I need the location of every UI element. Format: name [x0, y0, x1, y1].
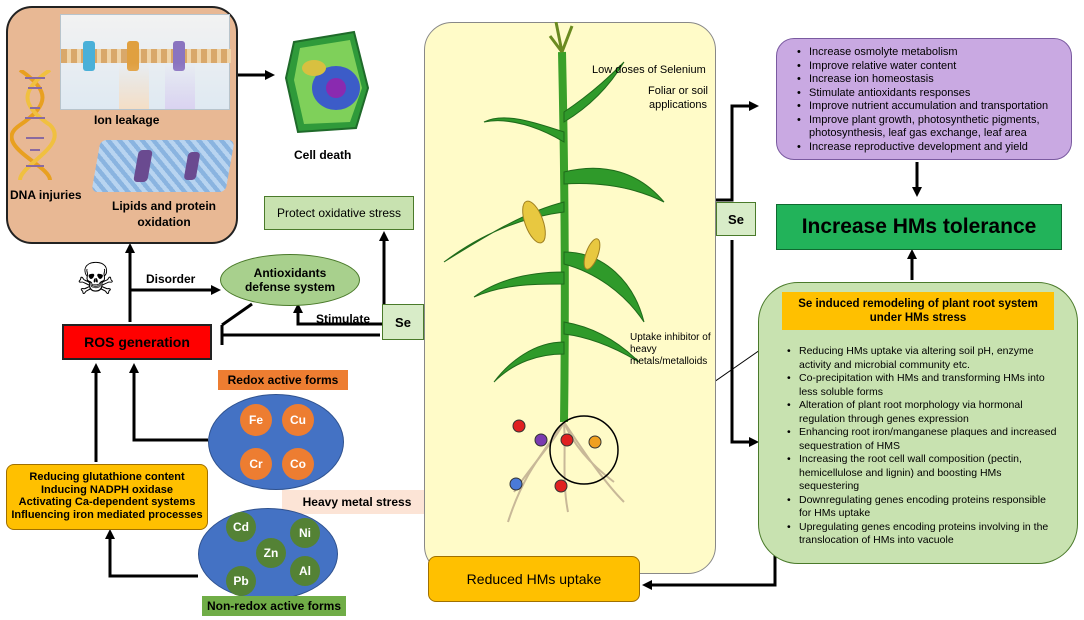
increase-tolerance-box: Increase HMs tolerance [776, 204, 1062, 250]
remodel-list: Reducing HMs uptake via altering soil pH… [785, 345, 1061, 548]
metal-al: Al [290, 556, 320, 586]
skull-icon: ☠ [76, 255, 116, 304]
protect-oxidative-label: Protect oxidative stress [276, 206, 402, 220]
metal-co: Co [282, 448, 314, 480]
dna-injuries-label: DNA injuries [10, 188, 82, 202]
metal-cd: Cd [226, 512, 256, 542]
non-redox-label: Non-redox active forms [206, 599, 342, 613]
glutathione-line-1: Reducing glutathione content [29, 471, 185, 483]
reduced-uptake-box: Reduced HMs uptake [428, 556, 640, 602]
benefit-item: Improve relative water content [797, 60, 1063, 74]
benefit-item: Increase reproductive development and yi… [797, 141, 1063, 155]
metal-cr: Cr [240, 448, 272, 480]
stimulate-label: Stimulate [316, 312, 371, 326]
heavy-metal-stress-box: Heavy metal stress [282, 490, 432, 514]
ros-generation-box: ROS generation [62, 324, 212, 360]
ion-leakage-label: Ion leakage [94, 113, 160, 127]
metal-cu: Cu [282, 404, 314, 436]
arrow-remodel-to-reduced [642, 555, 777, 590]
heavy-metal-stress-label: Heavy metal stress [302, 495, 412, 509]
arrow-se-to-benefits [716, 101, 759, 202]
remodel-title-box: Se induced remodeling of plant root syst… [782, 292, 1054, 330]
foliar-label: Foliar or soil applications [648, 85, 708, 111]
remodel-item: Enhancing root iron/manganese plaques an… [787, 426, 1061, 453]
benefit-item: Improve plant growth, photosynthetic pig… [797, 114, 1063, 141]
redox-metals-ellipse [208, 394, 344, 490]
benefit-item: Improve nutrient accumulation and transp… [797, 100, 1063, 114]
arrow-se-to-remodel [730, 240, 759, 447]
se-right-label: Se [728, 211, 744, 227]
glutathione-line-2: Inducing NADPH oxidase [40, 483, 174, 496]
remodel-item: Upregulating genes encoding proteins inv… [787, 521, 1061, 548]
benefits-list: Increase osmolyte metabolism Improve rel… [795, 46, 1063, 154]
ion-channel-illustration [60, 14, 231, 110]
glutathione-line-3: Activating Ca-dependent systems [18, 496, 196, 508]
metal-fe: Fe [240, 404, 272, 436]
plant-cell-icon [284, 30, 370, 134]
remodel-item: Co-precipitation with HMs and transformi… [787, 372, 1061, 399]
remodel-title: Se induced remodeling of plant root syst… [798, 298, 1038, 324]
metal-zn: Zn [256, 538, 286, 568]
remodel-item: Alteration of plant root morphology via … [787, 399, 1061, 426]
lipid-bilayer-illustration [91, 140, 235, 192]
antioxidants-ellipse: Antioxidants defense system [220, 254, 360, 306]
antioxidants-label: Antioxidants defense system [244, 266, 336, 294]
metal-pb: Pb [226, 566, 256, 596]
metal-ni: Ni [290, 518, 320, 548]
arrow-stimulate [293, 303, 384, 326]
increase-tolerance-label: Increase HMs tolerance [801, 215, 1037, 238]
protect-oxidative-box: Protect oxidative stress [264, 196, 414, 230]
redox-active-label: Redox active forms [227, 373, 339, 387]
glutathione-line-4: Influencing iron mediated processes [11, 508, 203, 521]
benefit-item: Increase osmolyte metabolism [797, 46, 1063, 60]
dna-icon [10, 70, 57, 180]
remodel-item: Increasing the root cell wall compositio… [787, 453, 1061, 494]
cell-death-label: Cell death [294, 148, 352, 162]
lipids-protein-label: Lipids and protein oxidation [112, 199, 216, 229]
arrow-redox-to-ros [129, 363, 208, 442]
disorder-label: Disorder [146, 272, 196, 286]
se-box-left: Se [382, 304, 424, 340]
benefits-box: Increase osmolyte metabolism Improve rel… [776, 38, 1072, 160]
non-redox-label-box: Non-redox active forms [202, 596, 346, 616]
reduced-uptake-label: Reduced HMs uptake [466, 571, 602, 587]
glutathione-box: Reducing glutathione content Inducing NA… [6, 464, 208, 530]
low-doses-label: Low doses of Selenium [592, 64, 706, 76]
benefit-item: Increase ion homeostasis [797, 73, 1063, 87]
uptake-inhibitor-label: Uptake inhibitor of heavy metals/metallo… [630, 332, 711, 367]
remodel-item: Reducing HMs uptake via altering soil pH… [787, 345, 1061, 372]
ros-generation-label: ROS generation [84, 334, 190, 350]
maize-plant-illustration [443, 22, 665, 523]
remodel-item: Downregulating genes encoding proteins r… [787, 494, 1061, 521]
redox-active-label-box: Redox active forms [218, 370, 348, 390]
se-box-right: Se [716, 202, 756, 236]
arrow-nonredox-to-glutathione [105, 529, 198, 578]
se-left-label: Se [395, 314, 411, 330]
benefit-item: Stimulate antioxidants responses [797, 87, 1063, 101]
